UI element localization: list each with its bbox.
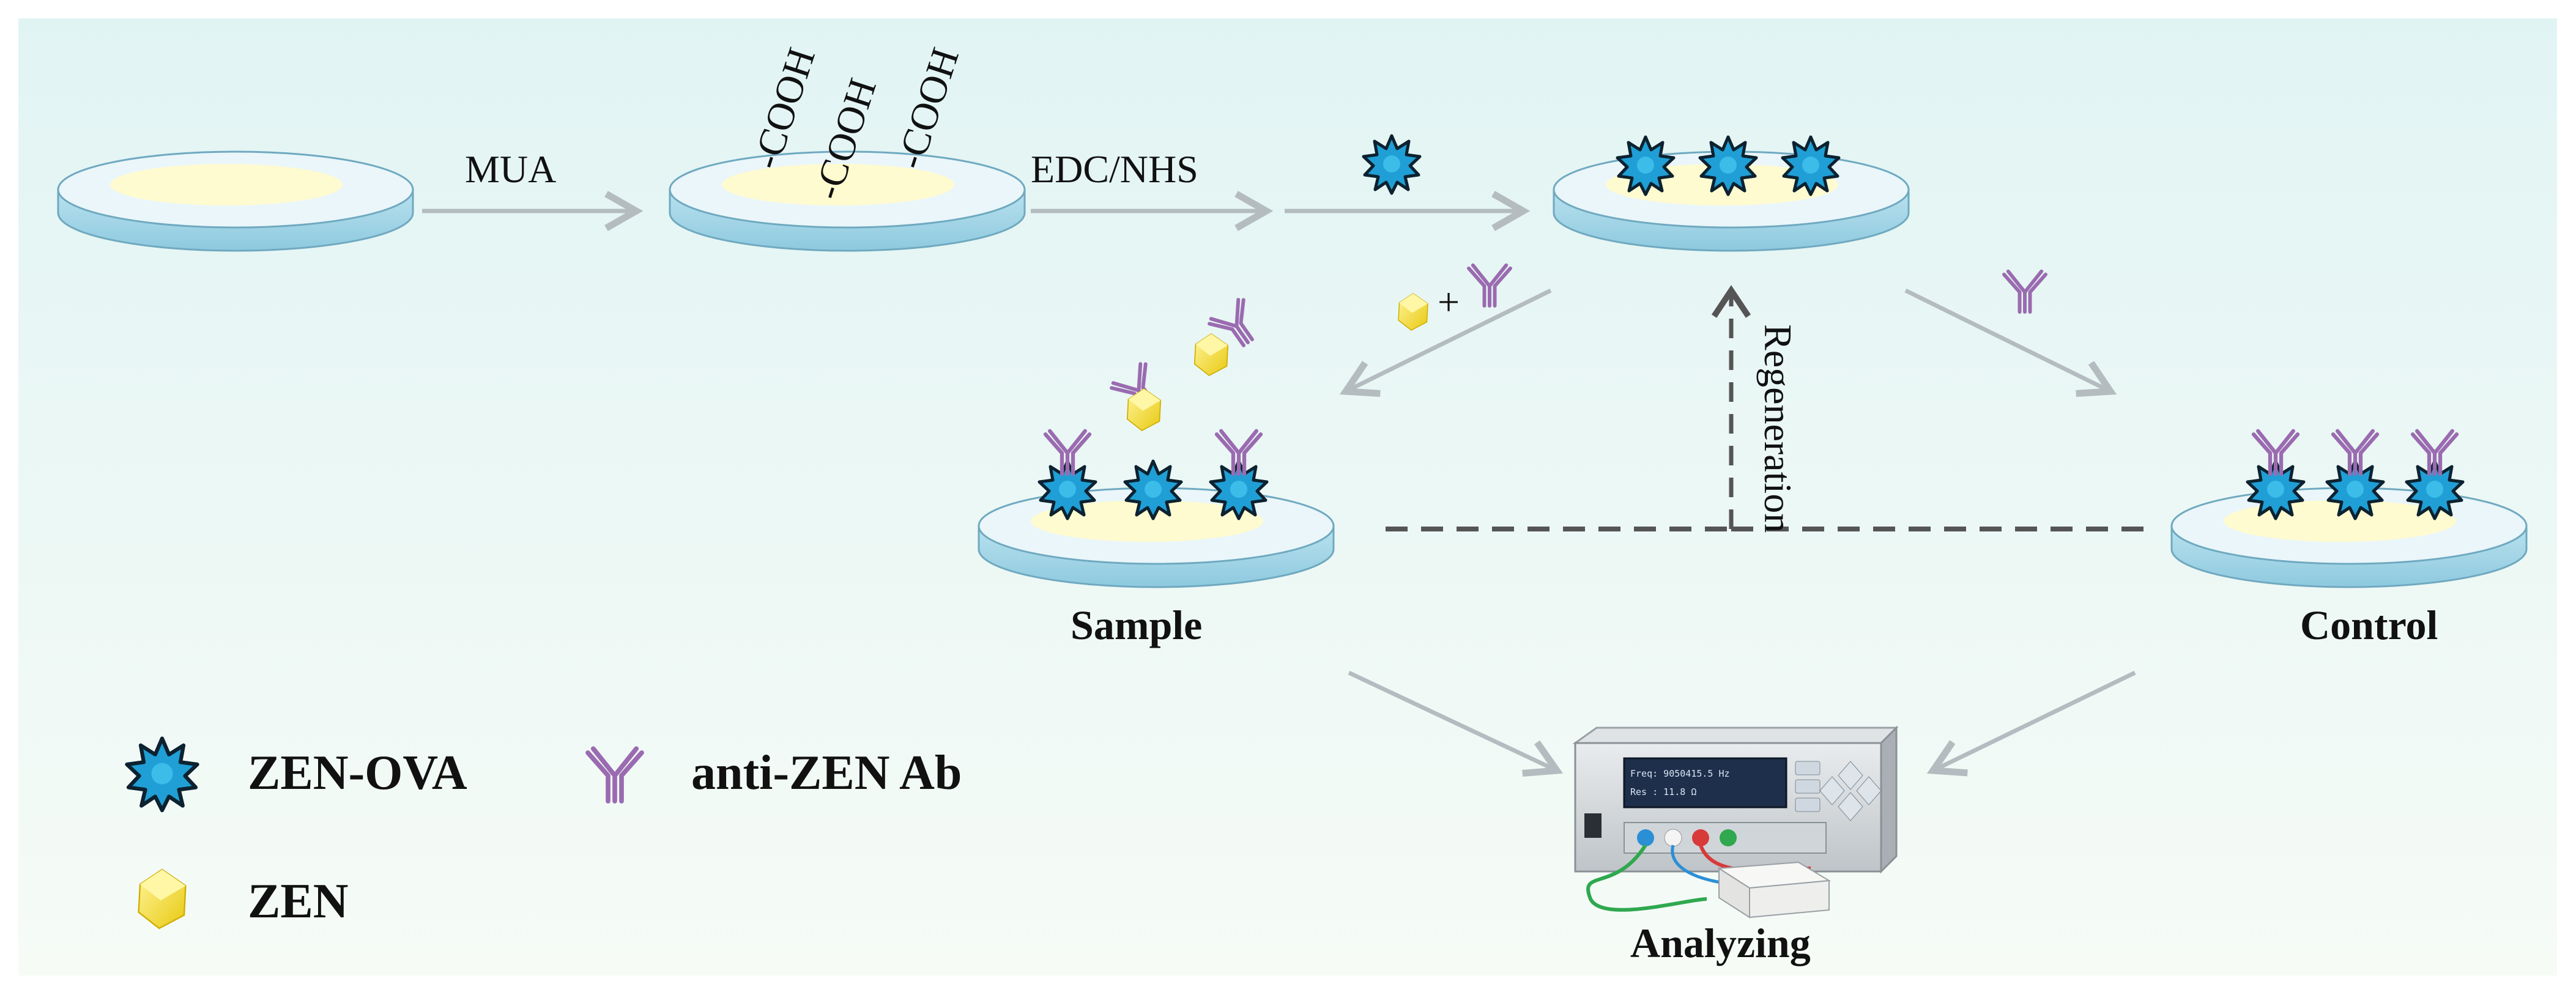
analyzing-label: Analyzing bbox=[1630, 920, 1811, 966]
sensor-cell bbox=[1717, 861, 1832, 919]
background bbox=[18, 18, 2557, 975]
dish-bare-gold bbox=[57, 150, 414, 252]
svg-text:Freq: 9050415.5 Hz: Freq: 9050415.5 Hz bbox=[1630, 768, 1730, 779]
arrow-to-sample bbox=[1339, 288, 1552, 398]
regeneration-label: Regeneration bbox=[1756, 324, 1800, 533]
analyzer-keypad bbox=[1795, 761, 1882, 821]
legend-antibody-label: anti-ZEN Ab bbox=[691, 746, 962, 800]
analyzer-lcd bbox=[1623, 757, 1787, 808]
arrow-control-to-analyzer bbox=[1926, 670, 2136, 777]
connector-white bbox=[1664, 829, 1682, 847]
step-label-edc-nhs: EDC/NHS bbox=[1031, 147, 1198, 191]
plus-sign: + bbox=[1438, 280, 1460, 324]
svg-text:Res : 11.8 Ω: Res : 11.8 Ω bbox=[1630, 786, 1696, 797]
arrow-to-control bbox=[1904, 288, 2117, 398]
control-label: Control bbox=[2300, 602, 2438, 648]
arrow-sample-to-analyzer bbox=[1348, 670, 1564, 777]
legend: ZEN-OVA anti-ZEN Ab ZEN bbox=[127, 739, 962, 930]
step-label-mua: MUA bbox=[465, 147, 556, 191]
legend-zen-label: ZEN bbox=[248, 875, 349, 928]
sample-label: Sample bbox=[1071, 602, 1202, 648]
analyzer-device: Freq: 9050415.5 Hz Res : 11.8 Ω bbox=[1572, 725, 1899, 919]
connector-blue bbox=[1637, 829, 1654, 846]
cable-green bbox=[1586, 844, 1707, 912]
connector-red bbox=[1692, 829, 1709, 846]
connector-green bbox=[1720, 829, 1737, 846]
legend-zen-ova-label: ZEN-OVA bbox=[248, 746, 467, 800]
analyzer-power-switch bbox=[1584, 813, 1602, 838]
